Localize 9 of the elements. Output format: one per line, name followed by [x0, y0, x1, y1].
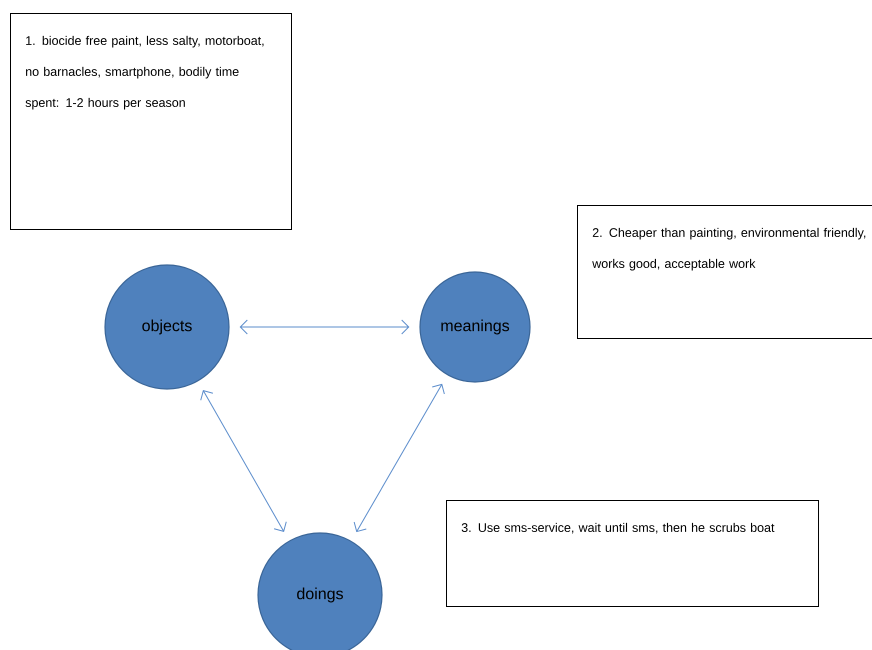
- arrow: [200, 390, 287, 532]
- text-box: 3. Use sms-service, wait until sms, then he scrubs boat: [446, 500, 820, 607]
- circle-node: objects: [104, 264, 230, 390]
- arrow: [240, 320, 410, 334]
- text-box: 1. biocide free paint, less salty, motorboat, no barnacles, smartphone, bodily time spent: 1-2 hours per season: [10, 13, 292, 230]
- arrow: [354, 384, 445, 532]
- circle-node: doings: [257, 532, 383, 650]
- circle-node: meanings: [419, 271, 531, 383]
- text-box: 2. Cheaper than painting, environmental friendly, works good, acceptable work: [577, 205, 872, 339]
